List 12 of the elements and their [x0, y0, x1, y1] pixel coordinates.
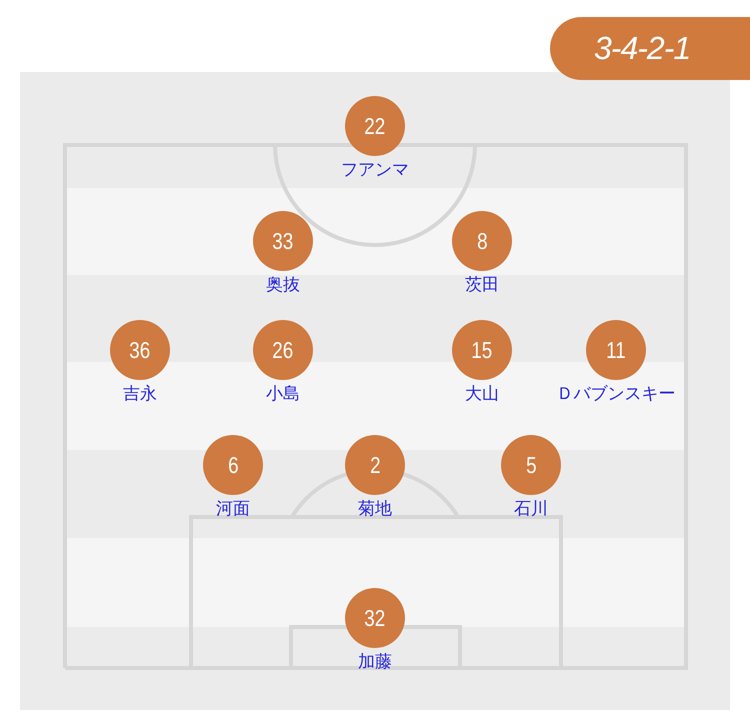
player-name: 菊地 [358, 499, 392, 519]
player-name: 加藤 [358, 652, 392, 672]
player-name: 河面 [216, 499, 250, 519]
player-name: 石川 [514, 499, 548, 519]
formation-title: 3-4-2-1 [550, 17, 750, 80]
player-name: 大山 [465, 384, 499, 404]
player-name: 奥抜 [266, 275, 300, 295]
player-name: 茨田 [465, 275, 499, 295]
player-name: フアンマ [341, 160, 409, 180]
player-name: 吉永 [123, 384, 157, 404]
player-name: Ｄバブンスキー [556, 384, 676, 404]
player-name: 小島 [266, 384, 300, 404]
